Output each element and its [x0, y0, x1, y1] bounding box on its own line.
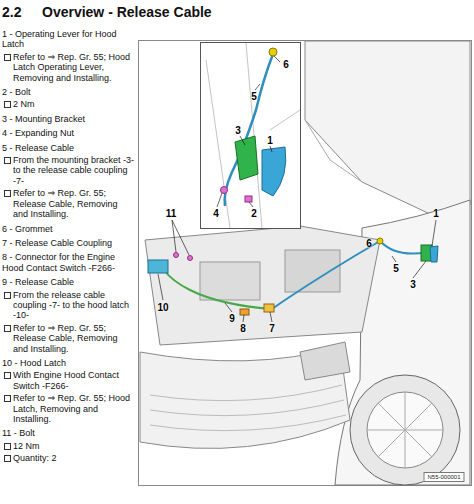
- part-name: 6 - Grommet: [2, 224, 135, 234]
- part-name: 9 - Release Cable: [2, 277, 135, 287]
- callout-number: 1: [433, 208, 439, 219]
- operating-lever: [430, 246, 438, 262]
- part-name: 8 - Connector for the Engine Hood Contac…: [2, 252, 135, 273]
- leader-lines: [158, 220, 436, 322]
- part-note: Quantity: 2: [2, 453, 135, 463]
- figure-id: N55-000001: [423, 472, 464, 482]
- figure-frame: [139, 41, 472, 486]
- part-note: 12 Nm: [2, 441, 135, 451]
- detail-inset: [201, 43, 301, 229]
- callout-number: 7: [269, 323, 275, 334]
- part-name: 2 - Bolt: [2, 87, 135, 97]
- grommet: [269, 48, 277, 56]
- callout-number: 8: [240, 323, 246, 334]
- part-note: 2 Nm: [2, 99, 135, 109]
- grommet: [377, 238, 383, 244]
- section-number: 2.2: [2, 4, 21, 20]
- callout-number: 2: [251, 208, 257, 219]
- part-name: 10 - Hood Latch: [2, 358, 135, 368]
- leader-lines: [217, 56, 280, 207]
- part-note: From the release cable coupling -7- to t…: [2, 290, 135, 321]
- release-cable: [272, 241, 380, 309]
- grille-lines: [150, 385, 346, 431]
- cable-coupling: [264, 304, 274, 312]
- callout-number: 9: [229, 313, 235, 324]
- part-note: Refer to ⇒ Rep. Gr. 55; Release Cable, R…: [2, 323, 135, 354]
- part-note: Refer to ⇒ Rep. Gr. 55; Release Cable, R…: [2, 188, 135, 219]
- windshield-edge: [305, 120, 362, 182]
- callout-number: 11: [166, 208, 177, 219]
- part-name: 5 - Release Cable: [2, 143, 135, 153]
- part-note: Refer to ⇒ Rep. Gr. 55; Hood Latch Opera…: [2, 52, 135, 83]
- open-hood: [305, 41, 470, 214]
- headlight: [300, 342, 350, 380]
- page-title: Overview - Release Cable: [42, 4, 212, 20]
- bolt: [245, 196, 252, 202]
- wheel: [350, 375, 460, 485]
- callout-number: 4: [213, 208, 219, 219]
- part-name: 7 - Release Cable Coupling: [2, 238, 135, 248]
- bolt: [188, 256, 193, 261]
- engine-component: [200, 262, 260, 300]
- part-note: With Engine Hood Contact Switch -F266-: [2, 370, 135, 391]
- callout-number: 6: [283, 59, 289, 70]
- callout-number: 3: [410, 279, 416, 290]
- callout-number: 1: [267, 135, 273, 146]
- part-name: 3 - Mounting Bracket: [2, 114, 135, 124]
- callout-number: 5: [393, 263, 399, 274]
- part-note: From the mounting bracket -3- to the rel…: [2, 155, 135, 186]
- callout-number: 5: [251, 91, 257, 102]
- release-cable: [164, 270, 272, 309]
- rim: [367, 392, 443, 468]
- engine-bay: [145, 226, 380, 345]
- callout-number: 6: [366, 238, 372, 249]
- mounting-bracket: [235, 136, 258, 180]
- callout-number: 10: [157, 302, 168, 313]
- connector: [240, 309, 249, 315]
- expanding-nut: [221, 187, 228, 194]
- part-name: 1 - Operating Lever for Hood Latch: [2, 29, 135, 50]
- hood-latch: [148, 260, 168, 273]
- part-note: Refer to ⇒ Rep. Gr. 55; Hood Latch, Remo…: [2, 393, 135, 424]
- part-name: 11 - Bolt: [2, 428, 135, 438]
- part-name: 4 - Expanding Nut: [2, 128, 135, 138]
- bolt: [174, 253, 179, 258]
- rim-spokes: [367, 392, 443, 468]
- operating-lever: [262, 147, 286, 196]
- inset-background: [206, 43, 300, 228]
- callout-number: 3: [235, 125, 241, 136]
